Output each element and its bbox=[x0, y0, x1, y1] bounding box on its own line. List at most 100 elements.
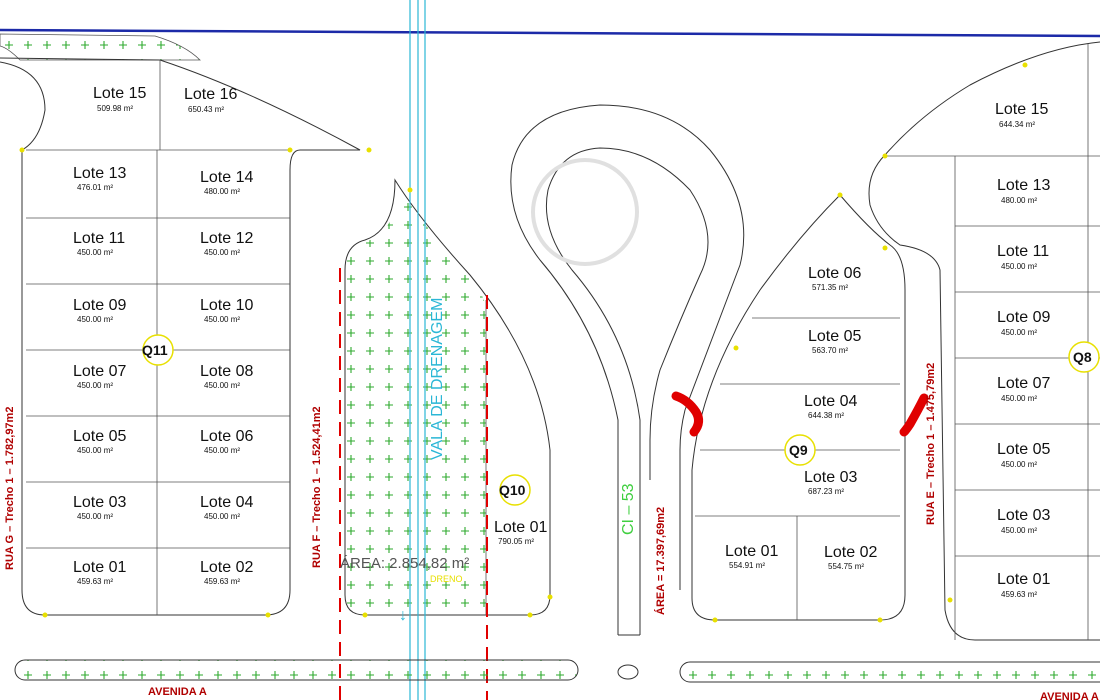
q11-lote-02-name: Lote 02 bbox=[200, 559, 253, 576]
green-strip-top-left bbox=[0, 33, 201, 61]
q11-lote-09-name: Lote 09 bbox=[73, 297, 126, 314]
watermark bbox=[531, 158, 639, 266]
central-roundabout: CI – 53 ÁREA = 17.397,69m2 bbox=[510, 104, 745, 680]
q9-lote-02-name: Lote 02 bbox=[824, 544, 877, 561]
q11-lote-04-area: 450.00 m² bbox=[204, 512, 240, 521]
q9-lote-01-name: Lote 01 bbox=[725, 543, 778, 560]
q8-lote-13-name: Lote 13 bbox=[997, 177, 1050, 194]
q8-lote-11-name: Lote 11 bbox=[997, 243, 1049, 260]
q8-lote-07-name: Lote 07 bbox=[997, 375, 1050, 392]
property-boundary bbox=[0, 28, 1100, 38]
drainage-arrow: ↓ bbox=[399, 607, 407, 624]
block-q10: Lote 01 790.05 m² Q10 bbox=[339, 178, 551, 700]
drainage-label: VALA DE DRENAGEM bbox=[429, 298, 446, 460]
q11-lote-07-area: 450.00 m² bbox=[77, 381, 113, 390]
q11-lote-03-area: 450.00 m² bbox=[77, 512, 113, 521]
q11-lote-08-area: 450.00 m² bbox=[204, 381, 240, 390]
block-q10-label: Q10 bbox=[499, 482, 526, 498]
block-q8-outline bbox=[868, 41, 1100, 641]
block-q11-badge bbox=[142, 334, 174, 366]
avenida-median-right bbox=[679, 661, 1100, 683]
block-q8: Lote 15 644.34 m² Lote 13 480.00 m² Lote… bbox=[868, 41, 1100, 641]
q11-lote-08-name: Lote 08 bbox=[200, 363, 253, 380]
q9-lote-05-area: 563.70 m² bbox=[812, 346, 848, 355]
q8-lote-03-name: Lote 03 bbox=[997, 507, 1050, 524]
q11-lote-10-area: 450.00 m² bbox=[204, 315, 240, 324]
q8-lote-05-area: 450.00 m² bbox=[1001, 460, 1037, 469]
block-q11-outline bbox=[0, 57, 361, 616]
q10-lote-01-area: 790.05 m² bbox=[498, 537, 534, 546]
drainage-green-area bbox=[345, 185, 486, 615]
ci-label: CI – 53 bbox=[620, 483, 637, 535]
rua-f-label: RUA F – Trecho 1 – 1.524,41m2 bbox=[311, 406, 323, 568]
block-q10-badge bbox=[499, 474, 531, 506]
q9-lote-06-name: Lote 06 bbox=[808, 265, 861, 282]
q11-lote-16-name: Lote 16 bbox=[184, 86, 237, 103]
q11-lote-05-area: 450.00 m² bbox=[77, 446, 113, 455]
q11-lote-06-area: 450.00 m² bbox=[204, 446, 240, 455]
q11-lote-13-name: Lote 13 bbox=[73, 165, 126, 182]
q9-lote-04-name: Lote 04 bbox=[804, 393, 857, 410]
q11-lote-13-area: 476.01 m² bbox=[77, 183, 113, 192]
block-q11-label: Q11 bbox=[142, 342, 168, 358]
q8-lote-03-area: 450.00 m² bbox=[1001, 526, 1037, 535]
block-q8-label: Q8 bbox=[1073, 349, 1092, 365]
block-q9: Lote 06 571.35 m² Lote 05 563.70 m² Lote… bbox=[691, 194, 906, 621]
q11-lote-03-name: Lote 03 bbox=[73, 494, 126, 511]
q11-lote-15-area: 509.98 m² bbox=[97, 104, 133, 113]
q8-lote-01-area: 459.63 m² bbox=[1001, 590, 1037, 599]
block-q9-badge bbox=[784, 434, 816, 466]
q8-lote-09-area: 450.00 m² bbox=[1001, 328, 1037, 337]
rua-g-label: RUA G – Trecho 1 – 1.782,97m2 bbox=[4, 407, 16, 570]
q9-lote-02-area: 554.75 m² bbox=[828, 562, 864, 571]
q11-lote-12-name: Lote 12 bbox=[200, 230, 253, 247]
drainage-area: ÁREA: 2.854,82 m² bbox=[340, 555, 469, 572]
area-total-label: ÁREA = 17.397,69m2 bbox=[654, 507, 667, 615]
q11-lote-15-name: Lote 15 bbox=[93, 85, 146, 102]
q11-lote-01-area: 459.63 m² bbox=[77, 577, 113, 586]
block-q11: Lote 15 509.98 m² Lote 16 650.43 m² Lote… bbox=[0, 57, 361, 616]
red-marker-right bbox=[899, 393, 929, 437]
q9-lote-01-area: 554.91 m² bbox=[729, 561, 765, 570]
q8-lote-07-area: 450.00 m² bbox=[1001, 394, 1037, 403]
q11-lote-12-area: 450.00 m² bbox=[204, 248, 240, 257]
small-island bbox=[617, 664, 639, 680]
q11-lote-11-area: 450.00 m² bbox=[77, 248, 113, 257]
q11-lote-02-area: 459.63 m² bbox=[204, 577, 240, 586]
avenida-a-right-label: AVENIDA A bbox=[1040, 691, 1099, 700]
block-q10-outline bbox=[344, 178, 551, 616]
q11-lote-01-name: Lote 01 bbox=[73, 559, 126, 576]
rua-e-label: RUA E – Trecho 1 – 1.475,79m2 bbox=[925, 363, 937, 525]
block-q9-label: Q9 bbox=[789, 442, 808, 458]
q11-lote-07-name: Lote 07 bbox=[73, 363, 126, 380]
avenida-a-left-label: AVENIDA A bbox=[148, 686, 207, 698]
q8-lote-11-area: 450.00 m² bbox=[1001, 262, 1037, 271]
avenida-median-left bbox=[14, 659, 579, 681]
q9-lote-06-area: 571.35 m² bbox=[812, 283, 848, 292]
block-q9-outline bbox=[691, 194, 906, 621]
q11-lote-14-area: 480.00 m² bbox=[204, 187, 240, 196]
q8-lote-13-area: 480.00 m² bbox=[1001, 196, 1037, 205]
q8-lote-01-name: Lote 01 bbox=[997, 571, 1050, 588]
q8-lote-05-name: Lote 05 bbox=[997, 441, 1050, 458]
q11-lote-11-name: Lote 11 bbox=[73, 230, 125, 247]
block-q8-badge bbox=[1068, 341, 1100, 373]
q10-lote-01-name: Lote 01 bbox=[494, 519, 547, 536]
q11-lote-09-area: 450.00 m² bbox=[77, 315, 113, 324]
q9-lote-04-area: 644.38 m² bbox=[808, 411, 844, 420]
q8-lote-15-name: Lote 15 bbox=[995, 101, 1048, 118]
q11-lote-04-name: Lote 04 bbox=[200, 494, 253, 511]
q8-lote-15-area: 644.34 m² bbox=[999, 120, 1035, 129]
q9-lote-03-area: 687.23 m² bbox=[808, 487, 844, 496]
q11-lote-10-name: Lote 10 bbox=[200, 297, 253, 314]
q11-lote-06-name: Lote 06 bbox=[200, 428, 253, 445]
q11-lote-14-name: Lote 14 bbox=[200, 169, 253, 186]
drainage-small-note: DRENO bbox=[430, 574, 463, 584]
q11-lote-05-name: Lote 05 bbox=[73, 428, 126, 445]
q11-lote-16-area: 650.43 m² bbox=[188, 105, 224, 114]
vertex-markers bbox=[19, 62, 1028, 623]
q9-lote-03-name: Lote 03 bbox=[804, 469, 857, 486]
red-marker-left bbox=[671, 391, 704, 437]
q8-lote-09-name: Lote 09 bbox=[997, 309, 1050, 326]
